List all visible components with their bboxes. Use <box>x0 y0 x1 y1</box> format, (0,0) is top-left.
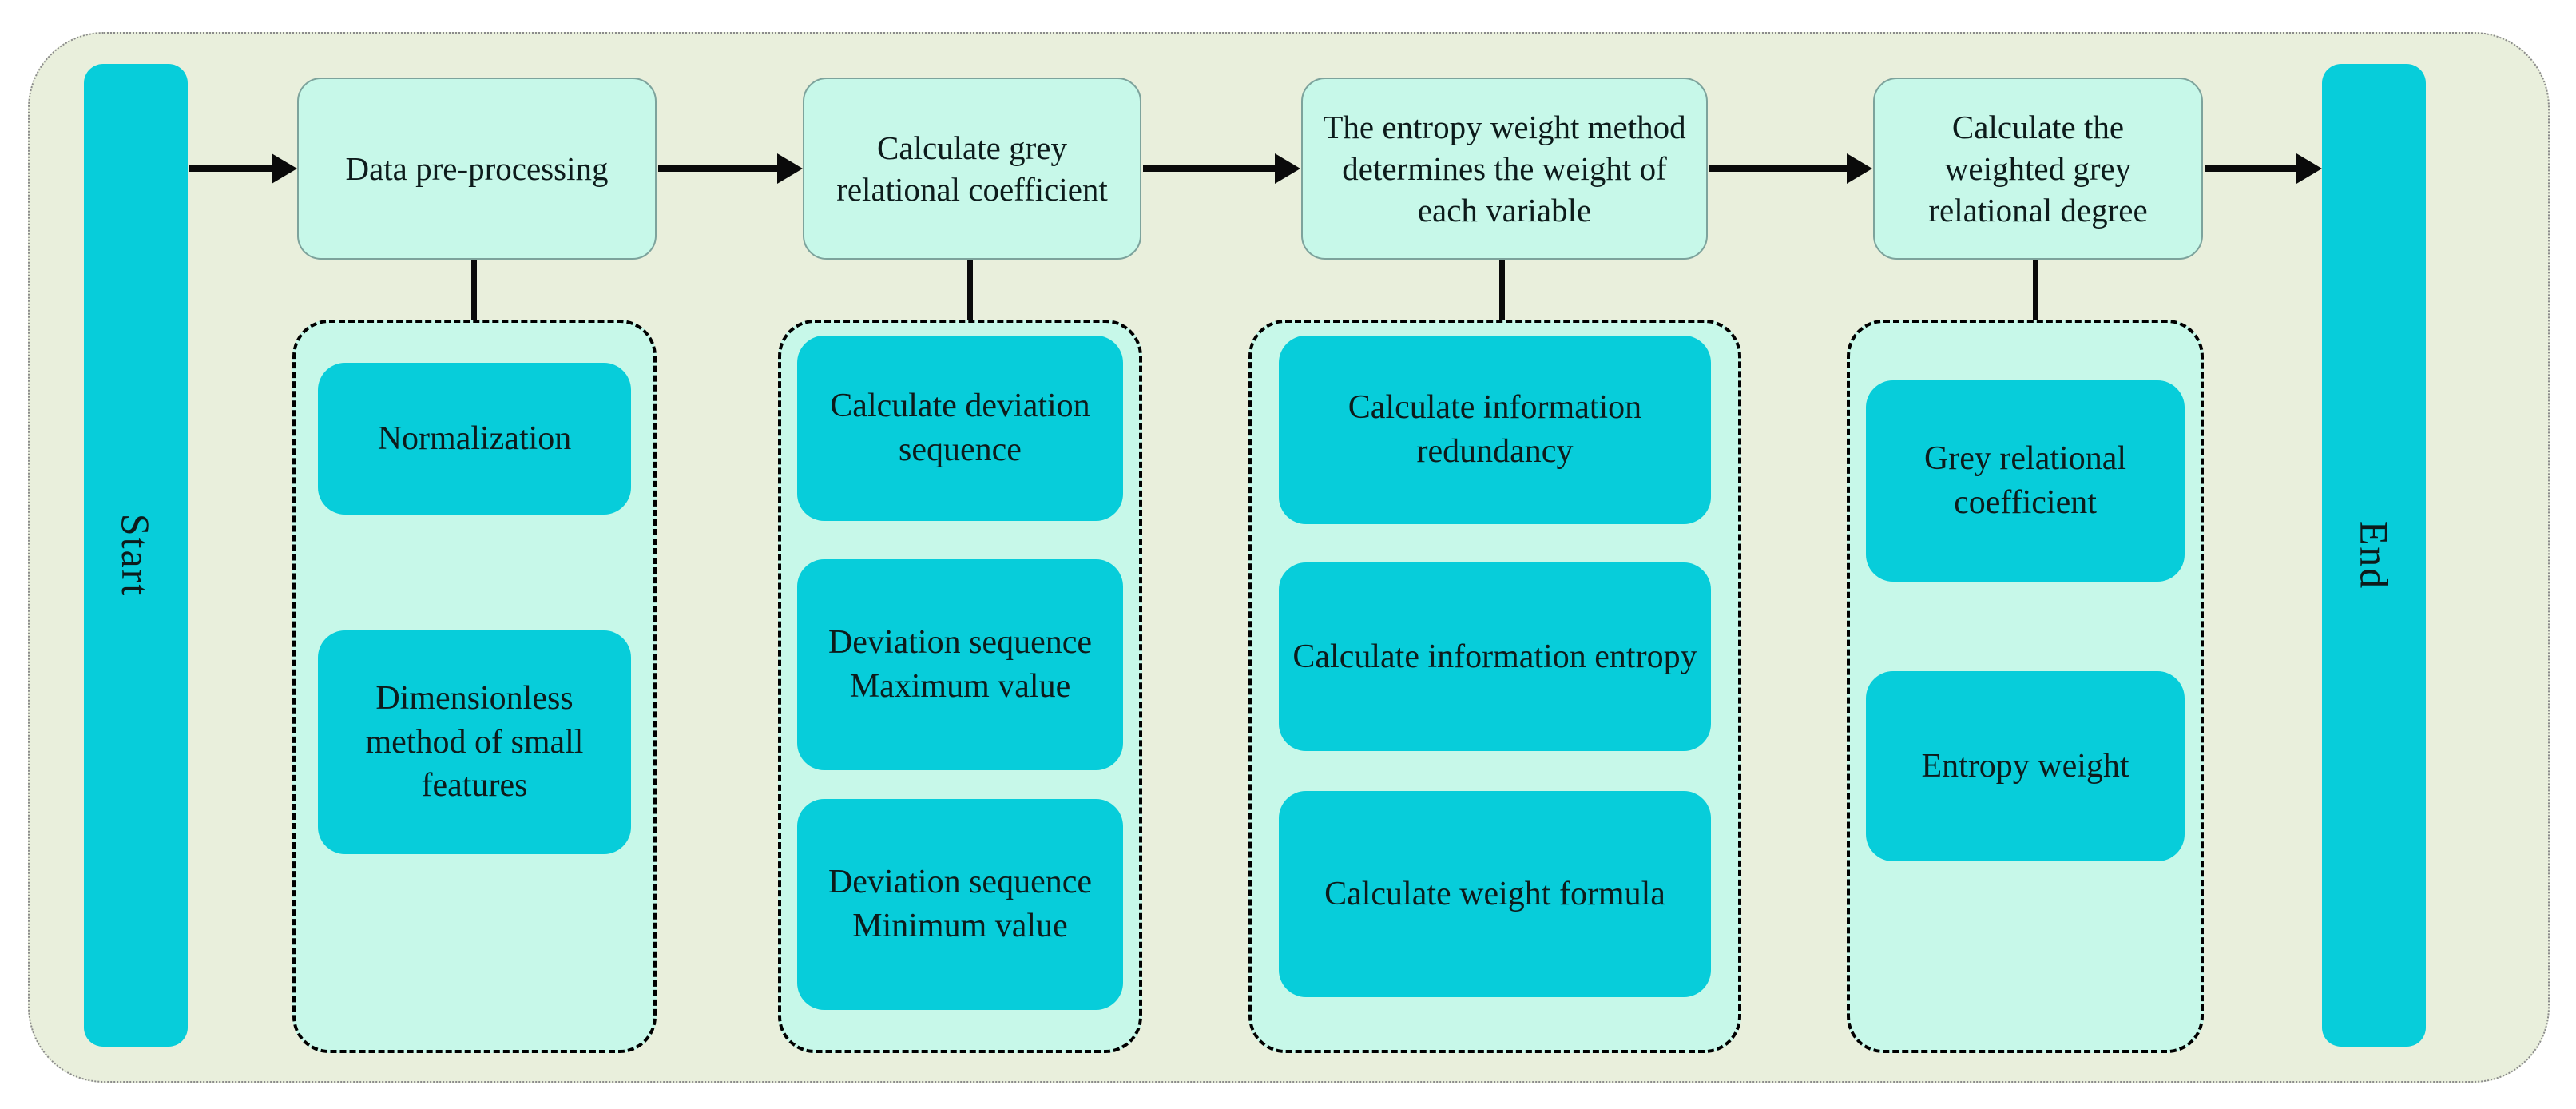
stage-box-title: Calculate grey relational coefficient <box>836 129 1108 208</box>
step-calculate-deviation-sequence: Calculate deviation sequence <box>797 336 1123 521</box>
step-label: Grey relational coefficient <box>1923 440 2127 521</box>
step-deviation-sequence-minimum: Deviation sequence Minimum value <box>797 799 1123 1010</box>
step-label: Deviation sequence Minimum value <box>828 864 1093 944</box>
step-label: Calculate weight formula <box>1324 875 1665 912</box>
step-label: Entropy weight <box>1921 747 2129 785</box>
step-label: Deviation sequence Maximum value <box>828 624 1093 705</box>
connector-line-3 <box>1499 260 1505 321</box>
step-label: Calculate information redundancy <box>1348 389 1642 470</box>
substeps-container-1: Normalization Dimensionless method of sm… <box>292 320 657 1053</box>
stage-box-grey-relational-coefficient: Calculate grey relational coefficient <box>803 78 1141 260</box>
flow-arrow-2 <box>658 153 803 184</box>
stage-box-weighted-grey-relational-degree: Calculate the weighted grey relational d… <box>1873 78 2203 260</box>
flow-arrow-4 <box>1709 153 1872 184</box>
end-node: End <box>2322 64 2426 1047</box>
connector-line-4 <box>2033 260 2038 321</box>
flow-arrow-5 <box>2205 153 2322 184</box>
step-weight-formula: Calculate weight formula <box>1279 791 1711 997</box>
connector-line-1 <box>471 260 477 328</box>
step-label: Calculate deviation sequence <box>830 388 1090 468</box>
substeps-container-2: Calculate deviation sequence Deviation s… <box>778 320 1142 1053</box>
stage-box-title: The entropy weight method determines the… <box>1323 108 1686 229</box>
step-information-entropy: Calculate information entropy <box>1279 562 1711 751</box>
flow-arrow-1 <box>189 153 297 184</box>
step-grey-relational-coefficient: Grey relational coefficient <box>1866 380 2185 582</box>
end-label: End <box>2351 520 2396 590</box>
stage-box-title: Data pre-processing <box>345 149 609 187</box>
step-dimensionless-method: Dimensionless method of small features <box>318 630 631 854</box>
step-normalization: Normalization <box>318 363 631 515</box>
stage-box-entropy-weight-method: The entropy weight method determines the… <box>1301 78 1708 260</box>
stage-box-title: Calculate the weighted grey relational d… <box>1928 108 2148 229</box>
step-information-redundancy: Calculate information redundancy <box>1279 336 1711 524</box>
stage-box-data-pre-processing: Data pre-processing <box>297 78 657 260</box>
step-entropy-weight: Entropy weight <box>1866 671 2185 861</box>
step-deviation-sequence-maximum: Deviation sequence Maximum value <box>797 559 1123 770</box>
start-node: Start <box>84 64 188 1047</box>
substeps-container-3: Calculate information redundancy Calcula… <box>1248 320 1741 1053</box>
step-label: Dimensionless method of small features <box>365 680 584 805</box>
connector-line-2 <box>967 260 973 321</box>
start-label: Start <box>113 513 158 598</box>
substeps-container-4: Grey relational coefficient Entropy weig… <box>1847 320 2204 1053</box>
step-label: Normalization <box>377 419 572 457</box>
flow-arrow-3 <box>1143 153 1300 184</box>
step-label: Calculate information entropy <box>1292 638 1697 675</box>
